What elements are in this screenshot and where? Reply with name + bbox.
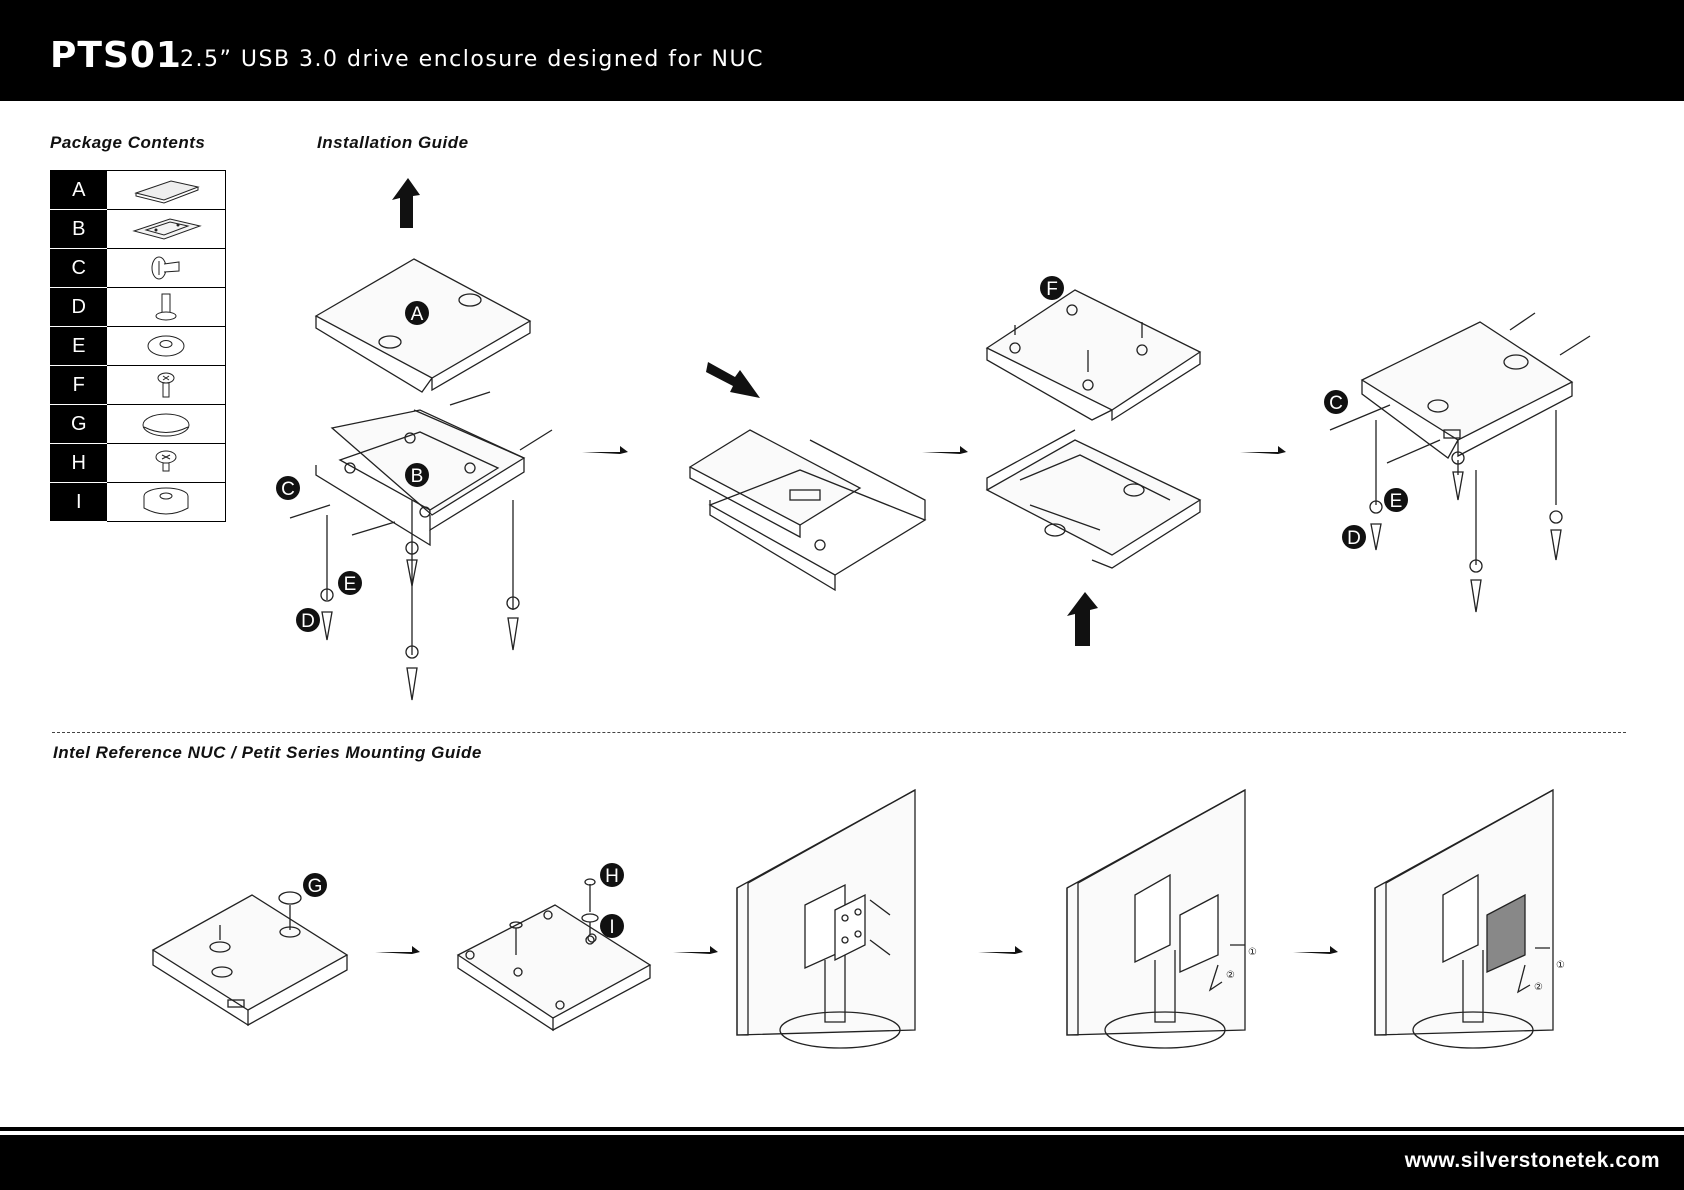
arrow-right-icon [673, 946, 718, 954]
step-marker: ① [1556, 960, 1565, 971]
callout-label: G [308, 876, 323, 897]
callout-label: E [1390, 491, 1403, 512]
step-marker: ② [1534, 982, 1543, 993]
callout-label: I [609, 917, 614, 938]
callout-label: D [1347, 528, 1361, 549]
mount-step-2-screws-spacers [458, 879, 650, 1030]
arrow-right-icon [978, 946, 1023, 954]
mount-step-1-rubber-feet [153, 892, 347, 1025]
arrow-down-right-icon [706, 362, 760, 398]
footer-rule [0, 1127, 1684, 1131]
section-divider [52, 732, 1626, 733]
arrow-up-icon [1067, 592, 1098, 646]
step-3-bracket-screws [987, 290, 1200, 568]
direction-arrows [392, 178, 1098, 646]
callout-label: C [281, 479, 295, 500]
mount-step-4-nuc-attach [1067, 790, 1245, 1048]
callout-label: A [411, 304, 424, 325]
mount-step-5-nuc-mounted [1375, 790, 1553, 1048]
mount-step-3-monitor-bracket [737, 790, 915, 1048]
arrow-up-icon [392, 178, 420, 228]
callout-label: C [1329, 393, 1343, 414]
callout-label: B [411, 466, 424, 487]
arrow-right-icon [1293, 946, 1338, 954]
callout-label: F [1046, 279, 1058, 300]
step-marker: ① [1248, 947, 1257, 958]
arrow-right-icon [375, 946, 420, 954]
arrow-right-icon [1240, 446, 1286, 454]
step-marker: ② [1226, 970, 1235, 981]
arrow-right-icon [582, 446, 628, 454]
callout-label: H [605, 866, 619, 887]
step-4-assembled-enclosure [1330, 313, 1590, 612]
footer-bar: www.silverstonetek.com [0, 1135, 1684, 1190]
callout-label: E [344, 574, 357, 595]
website-url: www.silverstonetek.com [1405, 1149, 1660, 1173]
callout-label: D [301, 611, 315, 632]
arrow-right-icon [922, 446, 968, 454]
step-2-drive-insertion [690, 430, 925, 590]
